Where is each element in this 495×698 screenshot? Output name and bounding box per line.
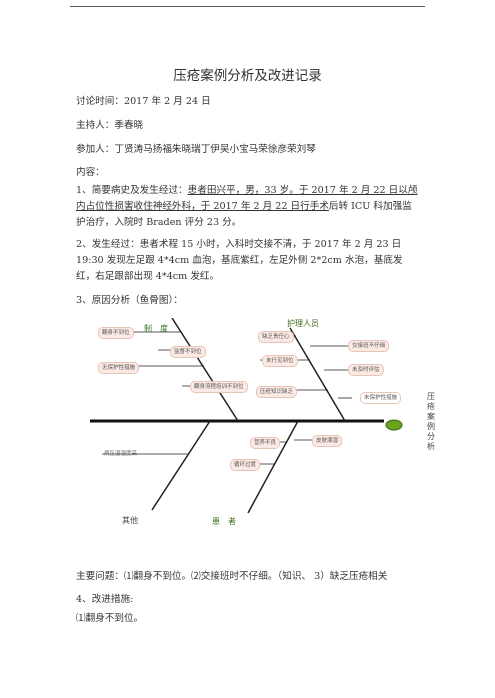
cause-box: 未及时评估 — [348, 364, 384, 376]
history-lead: 1、简要病史及发生经过： — [76, 185, 188, 196]
cause-text: 病区温湿度高 — [104, 451, 138, 457]
category-system: 制 度 — [144, 324, 168, 333]
history-underlined-1: 患者田兴平，男，33 岁。于 2017 年 2 月 22 日以 — [187, 185, 408, 196]
measure-1: ⑴翻身不到位。 — [76, 613, 144, 624]
cause-box: 翻身流程培训不到位 — [190, 381, 248, 393]
fishbone-head — [385, 419, 403, 431]
cause-box: 翻身不到位 — [98, 327, 134, 339]
branch-system — [171, 318, 239, 422]
content-label: 内容： — [76, 167, 105, 178]
header-rule — [70, 6, 425, 7]
cause-box: 监督不到位 — [170, 346, 206, 358]
section-cause-heading: 3、原因分析（鱼骨图）： — [76, 295, 183, 306]
participants: 参加人：丁贤涛马扬福朱晓瑞丁伊吴小宝马荣徐彦荣刘琴 — [76, 144, 316, 155]
cause-box: 未行见到位 — [262, 355, 298, 367]
fishbone-diagram: 制 度 护理人员 其他 患 者 翻身不到位 监督不到位 无保护性措施 翻身流程培… — [90, 318, 440, 528]
branch-nurse — [289, 327, 346, 422]
host: 主持人：季春晓 — [76, 120, 144, 131]
page-title: 压疮案例分析及改进记录 — [173, 68, 322, 84]
measures-heading: 4、改进措施: — [76, 594, 134, 605]
section-history: 1、简要病史及发生经过：患者田兴平，男，33 岁。于 2017 年 2 月 22… — [76, 183, 421, 231]
cause-box: 无保护性措施 — [98, 362, 140, 374]
section-course: 2、发生经过：患者术程 15 小时，入科时交接不清，于 2017 年 2 月 2… — [76, 239, 403, 282]
discussion-time: 讨论时间：2017 年 2 月 24 日 — [76, 96, 211, 107]
cause-box: 交接班不仔细 — [348, 340, 390, 352]
cause-box: 未保护性措施 — [360, 392, 402, 404]
cause-box: 皮肤潮湿 — [312, 435, 343, 447]
cause-box: 压疮知识缺乏 — [256, 386, 298, 398]
history-rest: 后转 ICU 科加强监护治疗，入院时 Braden 评分 23 分。 — [76, 201, 412, 228]
cause-box: 缺乏责任心 — [258, 331, 294, 343]
branch-patient — [247, 420, 299, 514]
cause-box: 营养不良 — [250, 437, 281, 449]
history-underlined-2: 颅内占位性损害收住神经外科，于 2017 年 2 月 22 日行手术 — [76, 185, 418, 212]
cause-box: 循环过度 — [230, 459, 261, 471]
category-nurse: 护理人员 — [287, 319, 319, 328]
branch-other — [151, 420, 211, 511]
fishbone-side-label: 压疮案例分析 — [427, 392, 435, 451]
main-problem: 主要问题：⑴翻身不到位。⑵交接班时不仔细。（知识、 3）缺乏压疮相关 — [76, 571, 388, 582]
category-other: 其他 — [122, 516, 138, 525]
category-patient: 患 者 — [212, 517, 236, 526]
